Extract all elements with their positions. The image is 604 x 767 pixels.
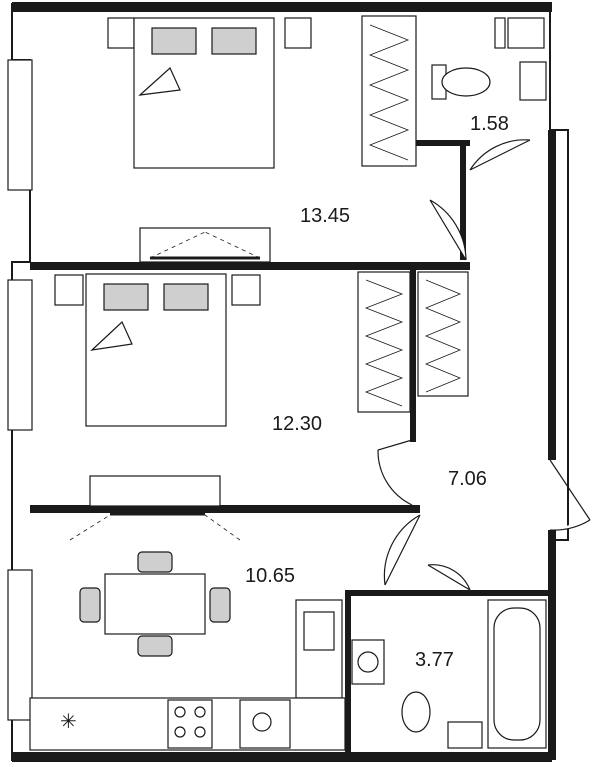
hallway-elements — [383, 459, 591, 591]
wardrobe-2b — [417, 271, 469, 397]
wardrobe-1-hangers — [368, 24, 410, 161]
bedroom-2-furniture — [54, 271, 469, 507]
nightstand-right-1 — [284, 17, 312, 49]
partition-wc-vert — [460, 140, 466, 260]
tv-1-view-a — [149, 231, 206, 259]
tv-console-1 — [139, 227, 271, 263]
right-wall — [548, 130, 556, 460]
area-bedroom-2: 12.30 — [272, 413, 322, 435]
stove-burner-3 — [174, 726, 186, 738]
chair-left — [79, 587, 101, 623]
bed-1-pillow-left — [151, 27, 197, 55]
stove-burner-1 — [174, 706, 186, 718]
door-bed1 — [429, 199, 467, 261]
door-wc — [469, 139, 531, 171]
area-kitchen-living: 10.65 — [245, 565, 295, 587]
living-tv-view-b — [204, 514, 241, 541]
window-left-mid — [7, 279, 33, 431]
partition-bath-vert — [345, 590, 351, 760]
stove-burner-4 — [194, 726, 206, 738]
window-left-top — [7, 59, 33, 191]
partition-bath — [345, 590, 550, 596]
partition-wc — [410, 140, 470, 146]
ventilation-icon: ✳ — [60, 711, 77, 733]
kitchen-living-furniture: ✳ — [29, 512, 346, 751]
door-bed2 — [377, 439, 413, 506]
bathroom-furniture — [351, 599, 547, 749]
stove — [167, 699, 213, 749]
wc-furniture — [431, 17, 547, 171]
chair-bottom — [137, 635, 173, 657]
area-wc: 1.58 — [470, 113, 509, 135]
bath-toilet — [401, 691, 431, 733]
bed-2-blanket-fold — [90, 320, 133, 351]
wardrobe-2a-hangers — [364, 279, 404, 407]
door-bath — [427, 564, 471, 591]
area-bathroom: 3.77 — [415, 649, 454, 671]
washing-machine-drum — [357, 651, 379, 673]
door-entrance — [549, 459, 591, 531]
stove-burner-2 — [194, 706, 206, 718]
bed-2-pillow-right — [163, 283, 209, 311]
partition-bed1-bed2 — [30, 262, 470, 270]
nightstand-left-2 — [54, 274, 84, 306]
wardrobe-2a — [357, 271, 411, 413]
window-left-bottom — [7, 569, 33, 721]
dishwasher-drum — [252, 712, 272, 732]
tv-1-view-b — [204, 231, 261, 259]
tv-console-2 — [89, 475, 221, 507]
bed-1-blanket-fold — [138, 67, 181, 96]
wc-basin — [519, 61, 547, 101]
wardrobe-1 — [361, 15, 417, 167]
bed-1-pillow-right — [211, 27, 257, 55]
bed-2-pillow-left — [103, 283, 149, 311]
toilet-wc-bowl — [441, 67, 491, 97]
top-wall — [12, 2, 552, 12]
area-hallway: 7.06 — [448, 468, 487, 490]
wardrobe-2b-hangers — [424, 279, 462, 393]
partition-closet — [410, 262, 416, 442]
wc-boiler — [494, 17, 506, 49]
area-labels: 13.45 1.58 12.30 7.06 10.65 3.77 — [245, 113, 509, 671]
area-bedroom-1: 13.45 — [300, 205, 350, 227]
partition-bed2-living — [30, 505, 420, 513]
nightstand-right-2 — [231, 274, 261, 306]
chair-top — [137, 551, 173, 573]
kitchen-sink — [303, 611, 335, 651]
right-wall-lower — [548, 530, 556, 760]
bathtub-inner — [493, 607, 541, 741]
bath-basin — [447, 721, 483, 749]
wc-sink — [507, 17, 545, 49]
dining-table — [104, 573, 206, 635]
bedroom-1-furniture — [107, 15, 467, 263]
bottom-wall — [12, 752, 552, 762]
interior-walls — [30, 140, 550, 760]
chair-right — [209, 587, 231, 623]
door-living — [383, 514, 421, 586]
nightstand-left-1 — [107, 17, 135, 49]
